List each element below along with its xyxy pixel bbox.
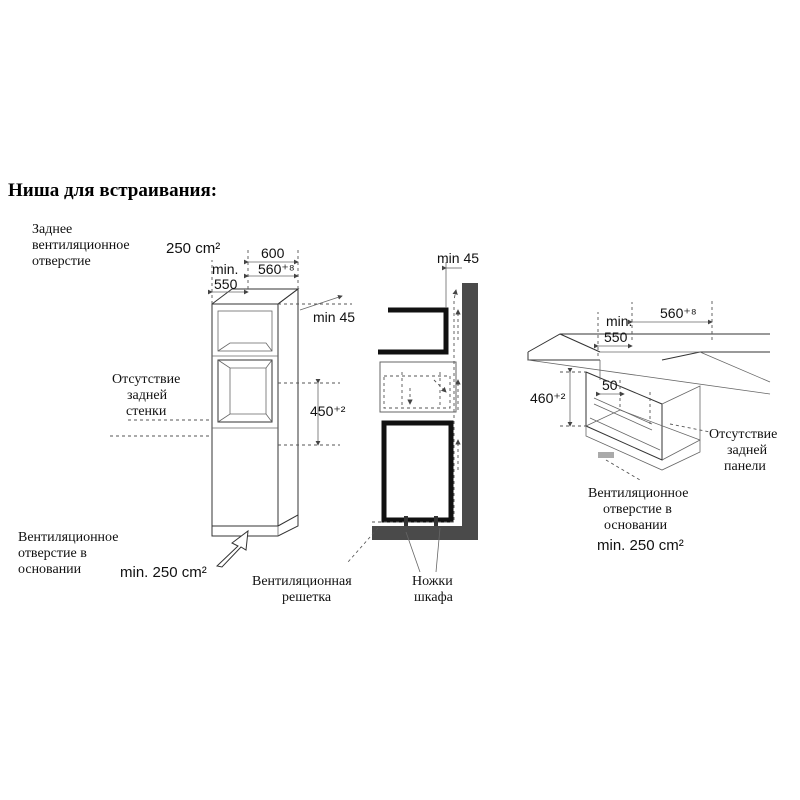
left-niche-height: 450⁺² xyxy=(310,403,346,419)
page-title: Ниша для встраивания: xyxy=(8,180,217,201)
legs-label-1: Ножки xyxy=(412,574,453,589)
rear-vent-label-1: Заднее xyxy=(32,222,72,237)
middle-gap-top: min 45 xyxy=(437,250,479,266)
no-back-panel-label-1: Отсутствие xyxy=(709,427,777,442)
right-depth-min-value: 550 xyxy=(604,329,628,345)
right-base-vent-area: min. 250 cm² xyxy=(597,537,684,554)
right-height: 460⁺² xyxy=(530,390,566,406)
legs-label-2: шкафа xyxy=(414,590,454,605)
grille-label-1: Вентиляционная xyxy=(252,574,352,589)
rear-vent-label-3: отверстие xyxy=(32,254,91,269)
left-base-vent-label-2: отверстие в xyxy=(18,546,87,561)
left-gap-top: min 45 xyxy=(313,309,355,325)
undercounter-drawing xyxy=(527,300,771,481)
left-base-vent-label-1: Вентиляционное xyxy=(18,530,118,545)
right-base-vent-label-3: основании xyxy=(604,518,668,533)
no-back-wall-label-3: стенки xyxy=(126,404,167,419)
no-back-wall-label-1: Отсутствие xyxy=(112,372,180,387)
left-base-vent-area: min. 250 cm² xyxy=(120,564,207,581)
no-back-panel-label-3: панели xyxy=(724,459,766,474)
right-offset: 50 xyxy=(602,377,618,393)
right-base-vent-label-2: отверстие в xyxy=(603,502,672,517)
left-width-inner: 560⁺⁸ xyxy=(258,261,295,277)
middle-labels: min 45 Вентиляционная решетка Ножки шкаф… xyxy=(252,250,479,605)
side-section-drawing xyxy=(347,262,478,573)
rear-vent-label-2: вентиляционное xyxy=(32,238,130,253)
right-width-inner: 560⁺⁸ xyxy=(660,305,697,321)
left-depth-min-label: min. xyxy=(212,261,238,277)
right-depth-min-label: min. xyxy=(606,313,632,329)
left-base-vent-label-3: основании xyxy=(18,562,82,577)
left-labels: Заднее вентиляционное отверстие 250 cm² … xyxy=(18,222,355,581)
left-depth-min-value: 550 xyxy=(214,276,238,292)
grille-label-2: решетка xyxy=(282,590,332,605)
right-base-vent-label-1: Вентиляционное xyxy=(588,486,688,501)
rear-vent-area: 250 cm² xyxy=(166,240,220,257)
right-labels: min. 550 560⁺⁸ 460⁺² 50 Отсутствие задне… xyxy=(530,305,777,554)
left-width-outer: 600 xyxy=(261,245,285,261)
no-back-panel-label-2: задней xyxy=(727,443,768,458)
no-back-wall-label-2: задней xyxy=(127,388,168,403)
tall-cabinet-drawing xyxy=(110,248,352,568)
